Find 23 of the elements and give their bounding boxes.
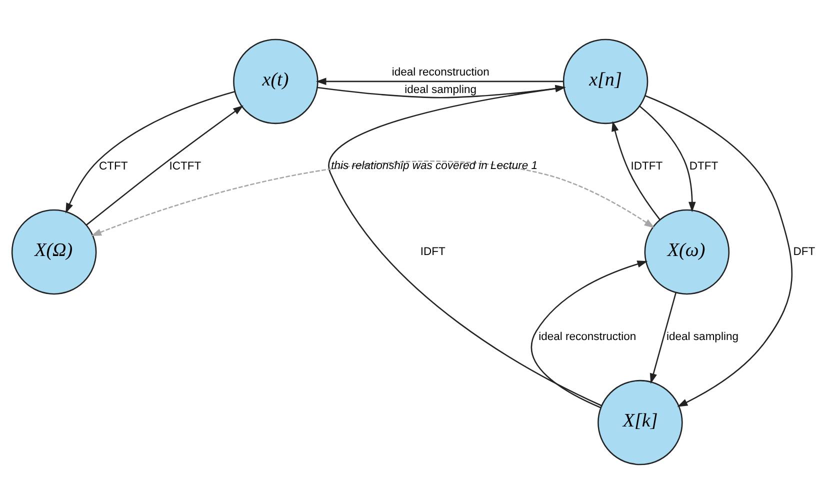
node-circle: X(Ω) — [11, 208, 97, 294]
arrow — [612, 120, 660, 220]
edge-label: ICTFT — [169, 160, 202, 172]
edge-label: IDTFT — [630, 160, 663, 172]
edge-label: ideal reconstruction — [392, 66, 490, 78]
node-circle: x[n] — [562, 38, 648, 124]
edge-label: CTFT — [99, 160, 128, 172]
arrow — [650, 292, 676, 384]
arrow — [66, 90, 235, 214]
arrow — [91, 160, 655, 236]
arrow — [86, 104, 244, 226]
arrow — [316, 77, 564, 85]
arrow — [530, 260, 648, 408]
edge-label: DTFT — [689, 160, 718, 172]
edge-label: ideal sampling — [404, 84, 477, 96]
edge-label: this relationship was covered in Lecture 1 — [331, 159, 538, 172]
arrow — [644, 94, 792, 406]
edge-label: IDFT — [420, 245, 446, 258]
arrow — [639, 105, 696, 212]
edge-label: DFT — [793, 245, 816, 258]
edge-label: ideal sampling — [666, 330, 738, 343]
edge-label: ideal reconstruction — [538, 330, 636, 343]
node-circle: X[k] — [598, 379, 683, 465]
